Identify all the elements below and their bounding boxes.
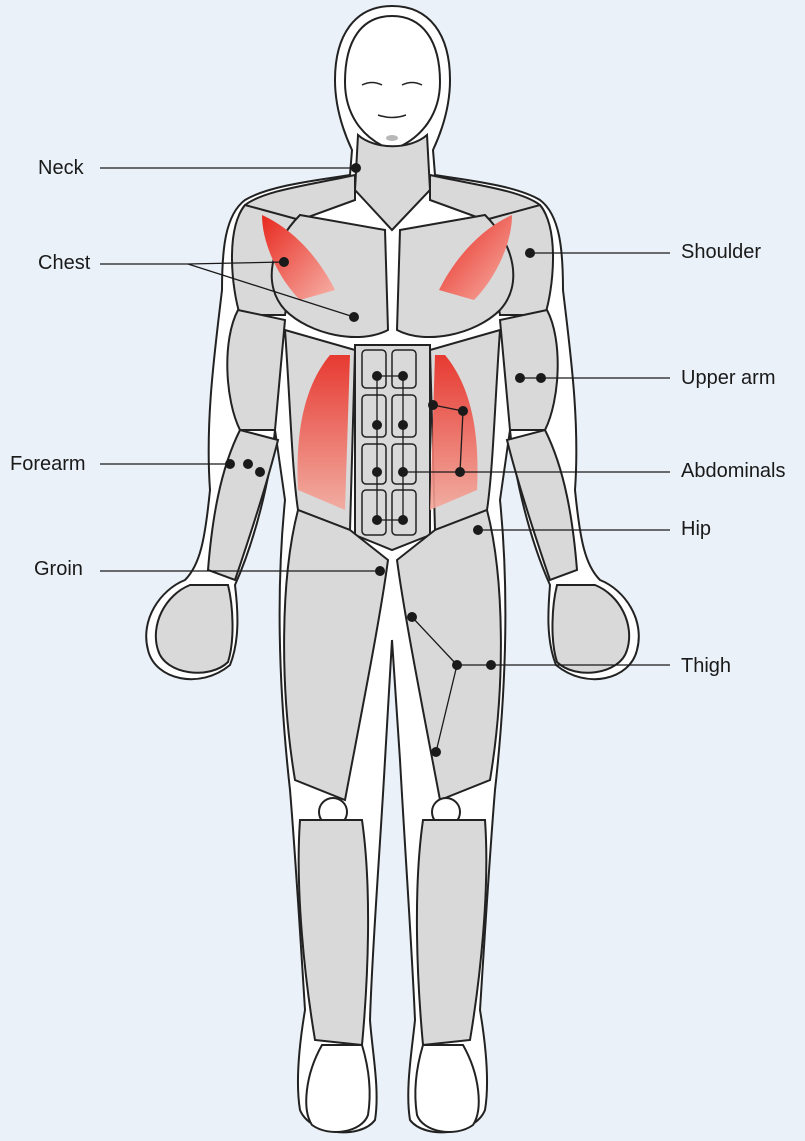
left-foot — [306, 1045, 369, 1132]
label-hip: Hip — [681, 519, 711, 539]
pointer-dot-forearm — [225, 459, 235, 469]
pointer-dot-abdominals — [398, 467, 408, 477]
pointer-dot-abdominals — [398, 420, 408, 430]
pointer-dot-abdominals — [458, 406, 468, 416]
pointer-dot-abdominals — [455, 467, 465, 477]
pointer-dot-abdominals — [398, 515, 408, 525]
label-thigh: Thigh — [681, 656, 731, 676]
pointer-dot-thigh — [431, 747, 441, 757]
pointer-dot-thigh — [486, 660, 496, 670]
pointer-dot-abdominals — [372, 420, 382, 430]
pointer-dot-upper-arm — [536, 373, 546, 383]
pointer-dot-thigh — [407, 612, 417, 622]
pointer-dot-abdominals — [372, 371, 382, 381]
pointer-dot-abdominals — [372, 467, 382, 477]
label-upper-arm: Upper arm — [681, 368, 775, 388]
label-forearm: Forearm — [10, 454, 86, 474]
pointer-dot-abdominals — [372, 515, 382, 525]
label-abdominals: Abdominals — [681, 461, 786, 481]
right-foot — [415, 1045, 478, 1132]
pointer-dot-forearm — [243, 459, 253, 469]
pointer-dot-chest — [349, 312, 359, 322]
label-groin: Groin — [34, 559, 83, 579]
label-shoulder: Shoulder — [681, 242, 761, 262]
pointer-dot-hip — [473, 525, 483, 535]
pointer-dot-abdominals — [398, 371, 408, 381]
pointer-dot-upper-arm — [515, 373, 525, 383]
label-neck: Neck — [38, 158, 84, 178]
pointer-dot-neck — [351, 163, 361, 173]
pointer-dot-groin — [375, 566, 385, 576]
pointer-dot-thigh — [452, 660, 462, 670]
pointer-dot-chest — [279, 257, 289, 267]
pointer-dot-forearm — [255, 467, 265, 477]
label-chest: Chest — [38, 253, 90, 273]
pointer-dot-abdominals — [428, 400, 438, 410]
pointer-dot-shoulder — [525, 248, 535, 258]
